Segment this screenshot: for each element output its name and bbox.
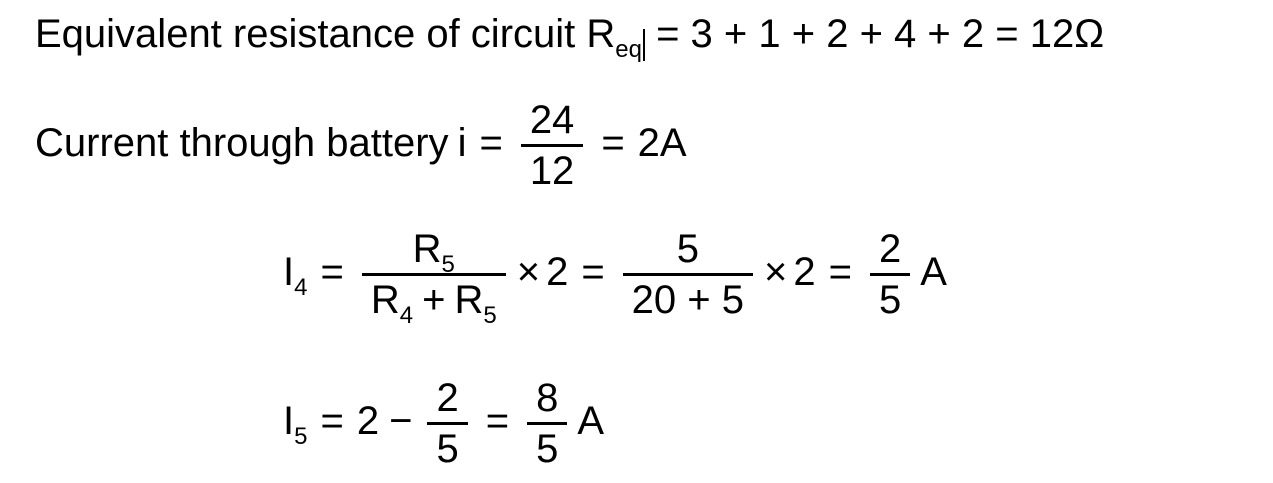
fraction-bar: [869, 273, 911, 276]
line1-prefix-text: Equivalent resistance of circuit: [35, 12, 587, 56]
line2-result: 2A: [637, 121, 687, 166]
equals-sign: =: [828, 250, 852, 295]
r-subscript-5: 5: [441, 251, 455, 279]
fraction-5-over-25: 5 20 + 5: [622, 225, 753, 324]
fraction-bar: [361, 273, 506, 276]
factor-2: 2: [793, 250, 816, 295]
ampere-unit: A: [920, 250, 947, 295]
equals-sign: =: [485, 399, 510, 444]
equation-line-req[interactable]: Equivalent resistance of circuit Req = 3…: [35, 8, 1105, 64]
term-2: 2: [356, 399, 380, 444]
fraction-denominator: 5: [878, 278, 902, 322]
equals-sign: =: [320, 399, 344, 444]
i-subscript-4: 4: [294, 274, 308, 302]
fraction-denominator: R4+R5: [362, 276, 506, 328]
fraction-numerator: 2: [878, 227, 902, 271]
equals-sign: =: [581, 250, 605, 295]
i-symbol: I: [283, 250, 295, 295]
i-symbol: I: [283, 399, 295, 444]
r-symbol: R: [412, 227, 442, 271]
times-sign: ×: [516, 250, 541, 295]
r-symbol: R: [454, 278, 484, 322]
equals-sign: =: [479, 121, 503, 166]
line2-prefix-text: Current through battery: [35, 121, 449, 166]
fraction-bar: [520, 144, 584, 147]
equals-sign: =: [601, 121, 625, 166]
fraction-numerator: 8: [536, 376, 559, 420]
fraction-bar: [527, 422, 568, 425]
plus-sign: +: [422, 278, 446, 322]
fraction-bar: [622, 273, 753, 276]
fraction-numerator: 24: [529, 98, 575, 142]
equals-sign: =: [320, 250, 344, 295]
fraction-denominator: 20 + 5: [631, 278, 744, 322]
r-subscript-5: 5: [483, 302, 497, 330]
r-subscript-eq: eq: [615, 36, 642, 64]
times-sign: ×: [764, 250, 788, 295]
r-symbol: R: [586, 12, 616, 56]
fraction-denominator: 12: [529, 149, 575, 193]
fraction-denominator: 5: [536, 427, 559, 471]
fraction-numerator: R5: [404, 225, 464, 277]
ampere-unit: A: [577, 399, 604, 444]
i-subscript-5: 5: [294, 423, 308, 451]
fraction-numerator: 2: [436, 376, 459, 420]
text-cursor: [642, 28, 645, 61]
current-variable: i: [457, 121, 467, 166]
fraction-bar: [427, 422, 468, 425]
r-subscript-4: 4: [399, 302, 414, 330]
minus-sign: −: [389, 399, 413, 444]
line1-sum-text: = 3 + 1 + 2 + 4 + 2 = 12Ω: [644, 12, 1105, 56]
fraction-numerator: 5: [676, 227, 699, 271]
factor-2: 2: [546, 250, 569, 295]
r-symbol: R: [370, 278, 400, 322]
fraction-denominator: 5: [436, 427, 459, 471]
